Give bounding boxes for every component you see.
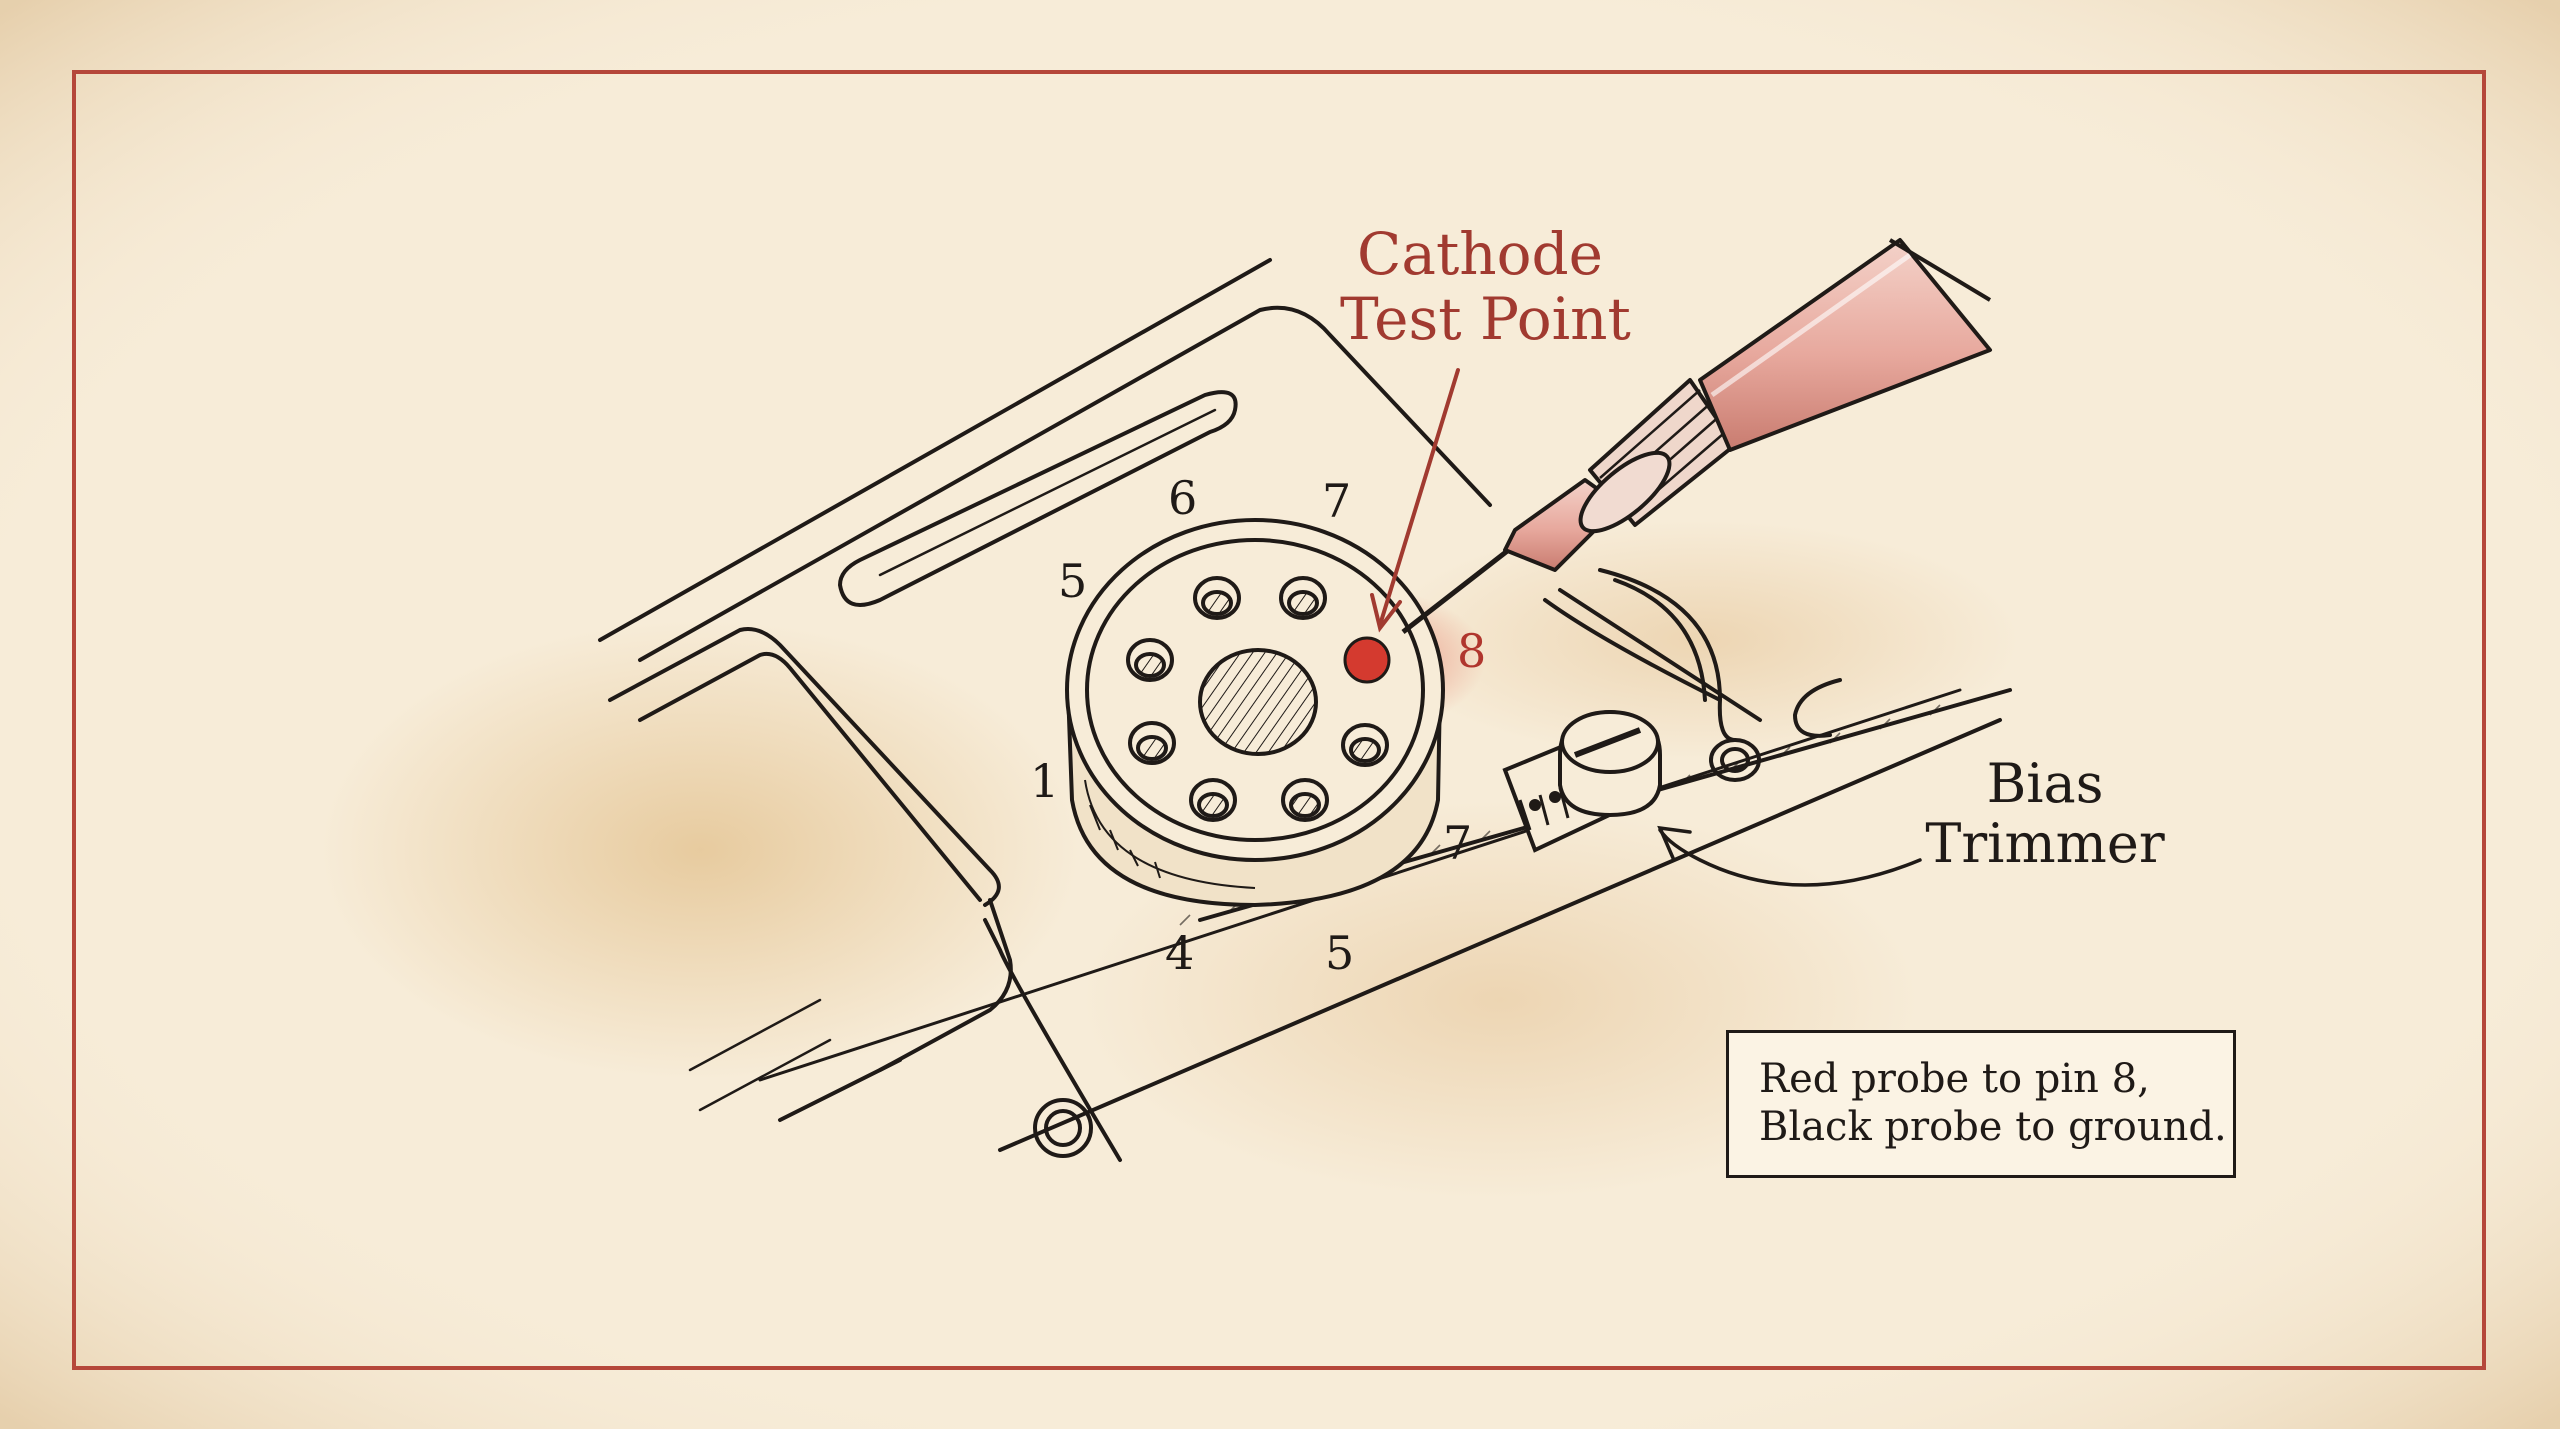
cathode-pin-highlight [1343,636,1391,684]
pin-number-7-top: 7 [1322,474,1352,528]
pin-number-5-left: 5 [1058,554,1088,608]
bias-label-line1: Bias [1986,752,2104,815]
bias-trimmer-label: Bias Trimmer [1920,752,2170,876]
cathode-label-line1: Cathode [1357,220,1603,288]
cathode-leader-arrow [1370,368,1460,633]
cathode-label-line2: Test Point [1340,284,1631,353]
bias-leader-arrow [1657,825,1922,887]
instruction-note-box: Red probe to pin 8, Black probe to groun… [1726,1030,2236,1178]
bias-trimmer [1502,709,1662,853]
chassis-plate [598,258,2012,1162]
pin-number-4: 4 [1165,926,1195,980]
frame-border [72,70,2486,1370]
bias-label-line2: Trimmer [1925,812,2165,876]
pin-number-5-bottom: 5 [1325,926,1355,980]
multimeter-probe [1401,238,1992,634]
pin-number-7-right: 7 [1443,816,1473,870]
pin-number-1: 1 [1030,754,1060,808]
note-line2: Black probe to ground. [1759,1104,2227,1150]
note-line1: Red probe to pin 8, [1759,1056,2150,1102]
socket-pin-holes [1126,576,1389,822]
pin-number-6: 6 [1168,471,1198,525]
cathode-test-point-label: Cathode Test Point [1340,220,1631,353]
pin-number-8: 8 [1457,624,1487,678]
